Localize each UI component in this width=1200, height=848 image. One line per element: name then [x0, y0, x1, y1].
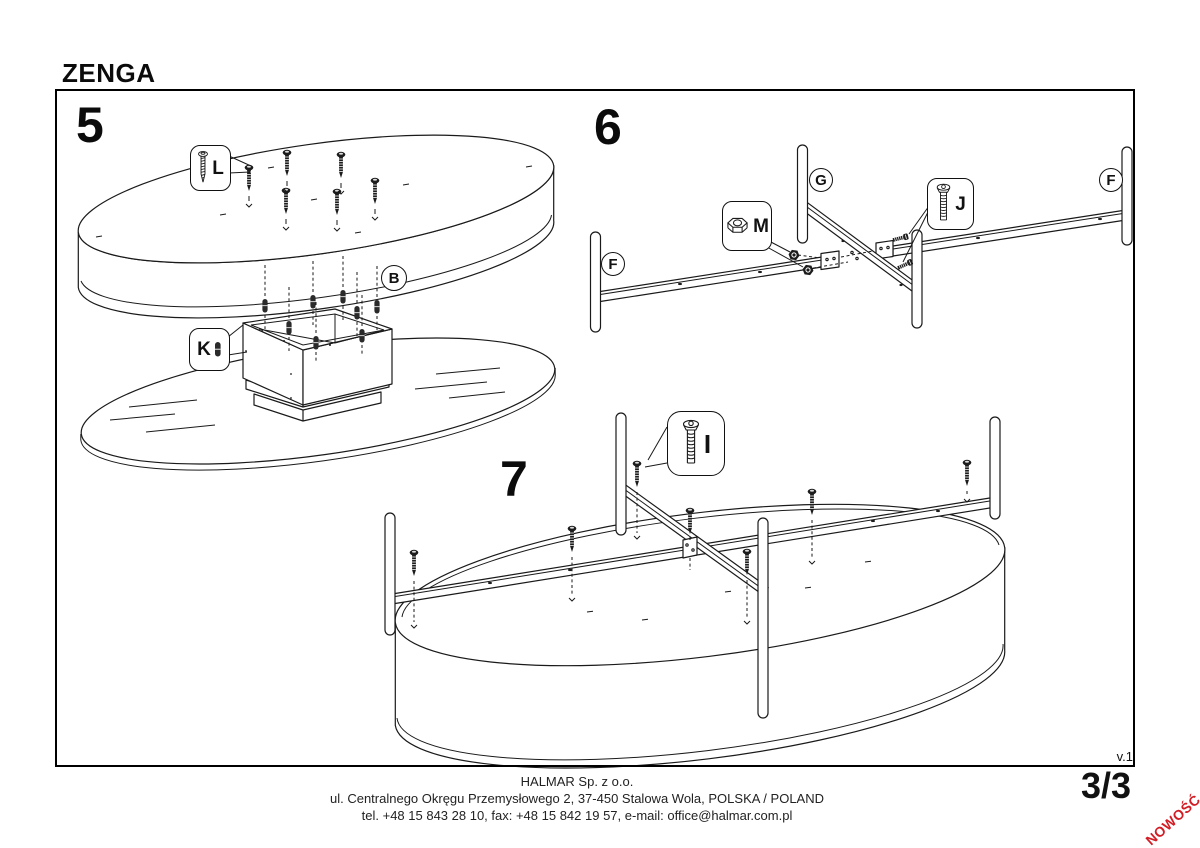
wood-screw-icon	[198, 150, 209, 183]
part-circle-F-right: F	[1099, 168, 1123, 192]
part-letter-B: B	[388, 269, 400, 287]
callout-label-I: I	[703, 428, 712, 459]
footer-contact: tel. +48 15 843 28 10, fax: +48 15 842 1…	[361, 808, 793, 823]
step-number-5: 5	[76, 97, 104, 153]
callout-screw-L: L	[190, 145, 231, 191]
product-title: ZENGA	[62, 58, 156, 88]
part-letter-G: G	[815, 171, 827, 189]
callout-dowel-K: K	[189, 328, 230, 371]
part-circle-F-left: F	[601, 252, 625, 276]
footer-company: HALMAR Sp. z o.o.	[520, 774, 634, 789]
part-circle-G: G	[809, 168, 833, 192]
callout-screw-I: I	[667, 411, 725, 476]
callout-label-L: L	[212, 157, 224, 179]
callout-label-J: J	[955, 193, 966, 215]
step6-art	[589, 144, 1133, 333]
page-footer: HALMAR Sp. z o.o. ul. Centralnego Okręgu…	[56, 773, 1098, 824]
step-number-7: 7	[500, 451, 528, 507]
page-indicator: 3/3	[1080, 765, 1132, 806]
callout-label-M: M	[753, 215, 769, 237]
part-letter-F-right: F	[1106, 171, 1116, 189]
step7-art	[384, 412, 1006, 769]
bolt-icon	[936, 183, 951, 221]
diagram-border	[55, 89, 1135, 767]
machine-screw-icon	[682, 419, 699, 464]
callout-label-K: K	[197, 339, 211, 360]
part-letter-F-left: F	[608, 255, 618, 273]
part-circle-B: B	[381, 265, 407, 291]
callout-nut-M: M	[722, 201, 772, 251]
step-number-6: 6	[594, 99, 622, 155]
dowel-icon	[214, 342, 221, 357]
nut-icon	[727, 217, 748, 233]
footer-address: ul. Centralnego Okręgu Przemysłowego 2, …	[329, 791, 824, 806]
callout-bolt-J: J	[927, 178, 974, 230]
version-label: v.1	[1116, 749, 1133, 764]
